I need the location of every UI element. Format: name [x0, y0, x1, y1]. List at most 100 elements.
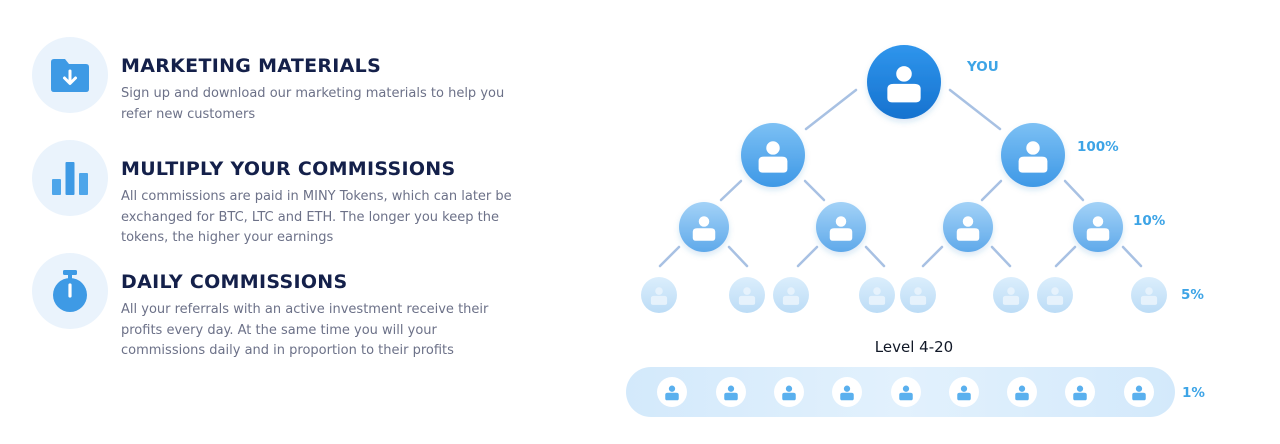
- person-icon: [1002, 287, 1020, 305]
- level-label-4-20: 1%: [1182, 385, 1205, 401]
- person-icon: [899, 385, 913, 401]
- level-label-2: 10%: [1133, 213, 1166, 229]
- connector-line: [980, 179, 1003, 202]
- tree-node-level-3: [900, 277, 936, 313]
- level-label-1: 100%: [1077, 139, 1119, 155]
- person-icon: [957, 385, 971, 401]
- node-circle: [1124, 377, 1154, 407]
- node-circle: [867, 45, 941, 119]
- tree-node-level-3: [993, 277, 1029, 313]
- tree-node-level-2: [816, 202, 866, 252]
- tree-node-level-3: [729, 277, 765, 313]
- node-circle: [891, 377, 921, 407]
- person-icon: [1073, 385, 1087, 401]
- node-circle: [1007, 377, 1037, 407]
- node-circle: [1073, 202, 1123, 252]
- person-icon: [829, 216, 853, 241]
- tree-node-level-1: [1001, 123, 1065, 187]
- person-icon: [782, 385, 796, 401]
- tree-node-level-2: [943, 202, 993, 252]
- stopwatch-icon: [32, 253, 108, 329]
- level-range-label: Level 4-20: [875, 338, 953, 356]
- tree-connectors: [658, 88, 1143, 268]
- person-icon: [782, 287, 800, 305]
- person-icon: [738, 287, 756, 305]
- connector-line: [658, 245, 681, 268]
- node-circle: [993, 277, 1029, 313]
- node-circle: [773, 277, 809, 313]
- person-icon: [758, 141, 788, 173]
- connector-line: [804, 88, 858, 131]
- connector-line: [719, 179, 743, 202]
- node-circle: [1001, 123, 1065, 187]
- node-circle: [859, 277, 895, 313]
- person-icon: [692, 216, 716, 241]
- node-circle: [716, 377, 746, 407]
- tree-node-level-4: [1124, 377, 1154, 407]
- node-circle: [1131, 277, 1167, 313]
- node-circle: [1065, 377, 1095, 407]
- connector-line: [1054, 245, 1077, 268]
- folder-download-icon: [32, 37, 108, 113]
- connector-line: [796, 245, 819, 268]
- person-icon: [665, 385, 679, 401]
- tree-node-level-3: [1037, 277, 1073, 313]
- node-circle: [657, 377, 687, 407]
- tree-node-level-1: [741, 123, 805, 187]
- tree-node-level-4: [1065, 377, 1095, 407]
- tree-node-level-3: [773, 277, 809, 313]
- node-circle: [679, 202, 729, 252]
- person-icon: [840, 385, 854, 401]
- person-icon: [868, 287, 886, 305]
- feature-title: DAILY COMMISSIONS: [121, 271, 348, 293]
- node-circle: [949, 377, 979, 407]
- node-circle: [729, 277, 765, 313]
- feature-description: All commissions are paid in MINY Tokens,…: [121, 189, 512, 245]
- person-icon: [1086, 216, 1110, 241]
- level-label-3: 5%: [1181, 287, 1204, 303]
- tree-node-level-4: [716, 377, 746, 407]
- person-icon: [1018, 141, 1048, 173]
- tree-node-level-4: [657, 377, 687, 407]
- tree-node-level-3: [859, 277, 895, 313]
- feature-description: All your referrals with an active invest…: [121, 302, 489, 358]
- tree-node-level-4: [774, 377, 804, 407]
- tree-node-level-4: [832, 377, 862, 407]
- tree-node-level-4: [1007, 377, 1037, 407]
- person-icon: [956, 216, 980, 241]
- connector-line: [921, 245, 944, 268]
- connector-line: [864, 245, 886, 268]
- person-icon: [1046, 287, 1064, 305]
- connector-line: [803, 179, 826, 202]
- person-icon: [1132, 385, 1146, 401]
- person-icon: [724, 385, 738, 401]
- tree-node-level-3: [1131, 277, 1167, 313]
- person-icon: [909, 287, 927, 305]
- node-circle: [741, 123, 805, 187]
- node-circle: [774, 377, 804, 407]
- feature-title: MULTIPLY YOUR COMMISSIONS: [121, 158, 456, 180]
- connector-line: [948, 88, 1002, 131]
- node-circle: [900, 277, 936, 313]
- feature-description: Sign up and download our marketing mater…: [121, 86, 505, 122]
- tree-node-level-4: [949, 377, 979, 407]
- node-circle: [832, 377, 862, 407]
- node-circle: [816, 202, 866, 252]
- level-label-you: YOU: [966, 59, 999, 75]
- tree-node-you: [867, 45, 941, 119]
- node-circle: [641, 277, 677, 313]
- tree-node-level-3: [641, 277, 677, 313]
- connector-line: [727, 245, 749, 268]
- person-icon: [887, 66, 921, 103]
- connector-line: [1063, 179, 1085, 202]
- node-circle: [1037, 277, 1073, 313]
- feature-title: MARKETING MATERIALS: [121, 55, 382, 77]
- tree-node-level-2: [1073, 202, 1123, 252]
- person-icon: [1140, 287, 1158, 305]
- tree-node-level-4: [891, 377, 921, 407]
- node-circle: [943, 202, 993, 252]
- tree-node-level-2: [679, 202, 729, 252]
- person-icon: [650, 287, 668, 305]
- connector-line: [1121, 245, 1143, 268]
